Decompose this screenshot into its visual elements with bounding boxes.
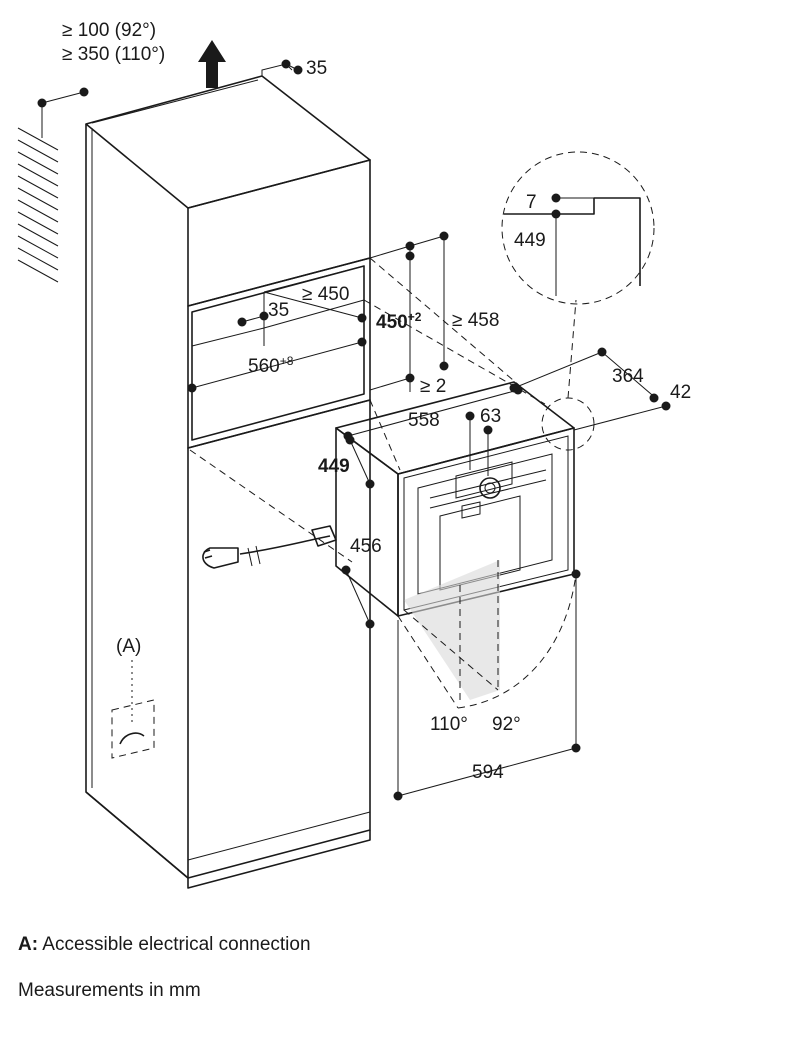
dim-depth-total: 364 [509,347,659,401]
dim-panel-thickness: 42 [573,382,691,431]
depth-total-value: 364 [612,366,644,387]
niche-depth-value: ≥ 450 [302,284,349,305]
dim-front-height: ≥ 458 [409,231,499,371]
dim-top-offset: 63 [465,406,501,476]
detail-callout: 7 449 [501,151,655,451]
power-plug-icon [203,549,213,559]
socket-icon [119,732,145,745]
front-width-value: 594 [472,762,504,783]
door-angle-92: 92° [492,714,521,735]
dim-rear-gap: 35 [237,300,289,327]
legend-connection-text: Accessible electrical connection [42,934,311,955]
coffee-machine [189,257,577,709]
top-clearance-110: ≥ 350 (110°) [62,44,165,65]
wall-hatching [17,87,89,283]
legend-connection-key: A: [18,934,39,955]
dim-side-gap-top: 35 [281,58,327,79]
rear-gap-value: 35 [268,300,289,321]
niche-height-tolerance: +2 [408,310,422,324]
dim-niche-depth: ≥ 450 [263,284,367,323]
power-cable [202,525,337,569]
svg-text:560+8: 560+8 [248,354,294,377]
gap-below-value: ≥ 2 [420,376,446,397]
dim-niche-height: 450+2 [369,241,422,391]
panel-thickness-value: 42 [670,382,691,403]
svg-text:450+2: 450+2 [376,310,422,333]
dim-niche-width: 560+8 [187,337,367,393]
dim-gap-below: ≥ 2 [409,376,446,397]
dim-front-width: 594 [393,569,581,801]
niche-width-value: 560 [248,356,280,377]
installation-diagram: ≥ 100 (92°) ≥ 350 (110°) 35 35 ≥ 450 560… [17,20,691,889]
up-arrow-icon [198,40,226,88]
body-height-value: 456 [350,536,382,557]
dim-side-depth: 449 [318,435,375,489]
legend-units: Measurements in mm [18,980,201,1001]
top-offset-value: 63 [480,406,501,427]
detail-depth-value: 449 [514,230,546,251]
niche-height-value: 450 [376,312,408,333]
side-gap-value: 35 [306,58,327,79]
top-clearance-92: ≥ 100 (92°) [62,20,156,41]
legend-connection: A: Accessible electrical connection [18,934,311,956]
detail-gap-value: 7 [526,192,537,213]
connection-marker-label: (A) [116,636,141,657]
side-depth-value: 449 [318,456,350,477]
front-height-value: ≥ 458 [452,310,499,331]
niche-width-tolerance: +8 [280,354,294,368]
door-angle-110: 110° [430,714,468,735]
electrical-connection-marker: (A) [111,636,155,759]
dim-body-height: 456 [341,484,382,629]
body-width-value: 558 [408,410,440,431]
